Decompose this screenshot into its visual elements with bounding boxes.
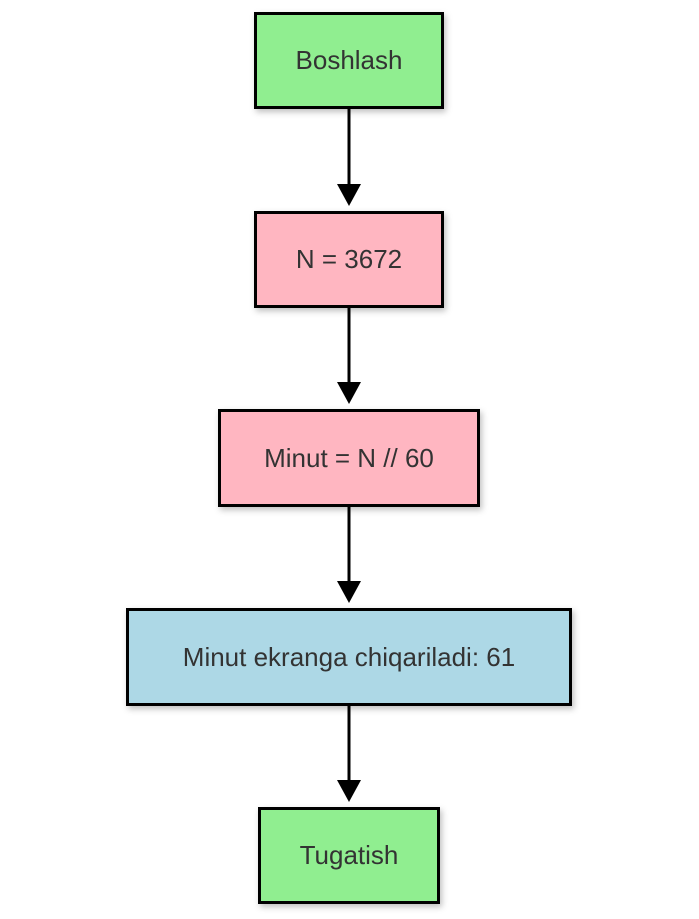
assign-n-node: N = 3672 (254, 211, 444, 308)
arrowhead-icon (337, 184, 361, 206)
start-node: Boshlash (254, 12, 444, 109)
arrowhead-icon (337, 780, 361, 802)
edge-n-to-minut (337, 308, 361, 404)
output-node: Minut ekranga chiqariladi: 61 (126, 608, 572, 706)
compute-minut-node: Minut = N // 60 (218, 409, 480, 507)
edge-minut-to-output (337, 507, 361, 603)
arrowhead-icon (337, 382, 361, 404)
arrowhead-icon (337, 581, 361, 603)
edge-output-to-end (337, 706, 361, 802)
end-node: Tugatish (258, 807, 440, 904)
edge-start-to-n (337, 109, 361, 206)
